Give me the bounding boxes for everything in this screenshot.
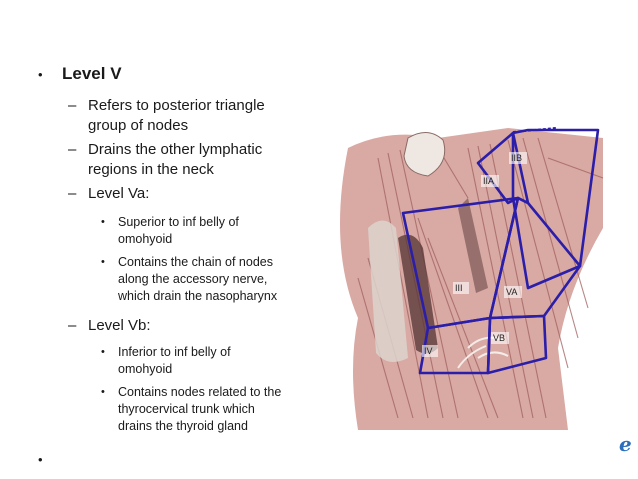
neck-anatomy-illustration: IIB IIA III VA VB IV: [318, 118, 608, 430]
item-drains-line2: regions in the neck: [88, 161, 214, 178]
dash: –: [68, 185, 77, 202]
bullet-dot: •: [38, 67, 43, 82]
zone-labels: IIB IIA III VA VB IV: [422, 152, 527, 357]
empty-bullet: •: [38, 452, 43, 467]
item-drains-line1: Drains the other lymphatic: [88, 141, 263, 158]
bullet-dot: •: [101, 256, 105, 268]
vb-sub-contains-line1: Contains nodes related to the: [118, 385, 282, 399]
vb-sub-inferior-line1: Inferior to inf belly of: [118, 345, 231, 359]
item-level-va-label: Level Va:: [88, 185, 150, 202]
va-sub-contains-line3: which drain the nasopharynx: [118, 289, 278, 303]
item-refers-line2: group of nodes: [88, 117, 189, 134]
zone-vb-outline: [486, 314, 548, 375]
bullet-dot: •: [101, 216, 105, 228]
dash: –: [68, 141, 77, 158]
vb-sub-inferior-line2: omohyoid: [118, 362, 173, 376]
bullet-dot: •: [101, 386, 105, 398]
pale-structure: [368, 220, 408, 362]
label-iv: IV: [424, 346, 433, 356]
level-heading: Level V: [62, 64, 122, 83]
dash: –: [68, 317, 77, 334]
vb-sub-contains-line3: drains the thyroid gland: [118, 419, 248, 433]
neck-anatomy-svg: IIB IIA III VA VB IV: [340, 127, 604, 430]
submandibular-gland: [403, 132, 446, 177]
label-iib: IIB: [511, 153, 522, 163]
va-sub-contains-line1: Contains the chain of nodes: [118, 255, 273, 269]
corner-logo-mark: e: [619, 432, 632, 456]
dotted-boundary: [512, 127, 557, 133]
label-iia: IIA: [483, 176, 494, 186]
item-refers-line1: Refers to posterior triangle: [88, 97, 265, 114]
item-level-vb-label: Level Vb:: [88, 317, 151, 334]
slide-text: • Level V – Refers to posterior triangle…: [38, 64, 282, 467]
dash: –: [68, 97, 77, 114]
va-sub-superior-line2: omohyoid: [118, 232, 173, 246]
bullet-dot: •: [101, 346, 105, 358]
va-sub-contains-line2: along the accessory nerve,: [118, 272, 268, 286]
label-va: VA: [506, 287, 517, 297]
deep-shadow-lower: [458, 198, 488, 293]
va-sub-superior-line1: Superior to inf belly of: [118, 215, 239, 229]
text-clip: • Level V – Refers to posterior triangle…: [38, 64, 282, 433]
label-iii: III: [455, 283, 463, 293]
label-vb: VB: [493, 333, 505, 343]
vb-sub-contains-line2: thyrocervical trunk which: [118, 402, 255, 416]
